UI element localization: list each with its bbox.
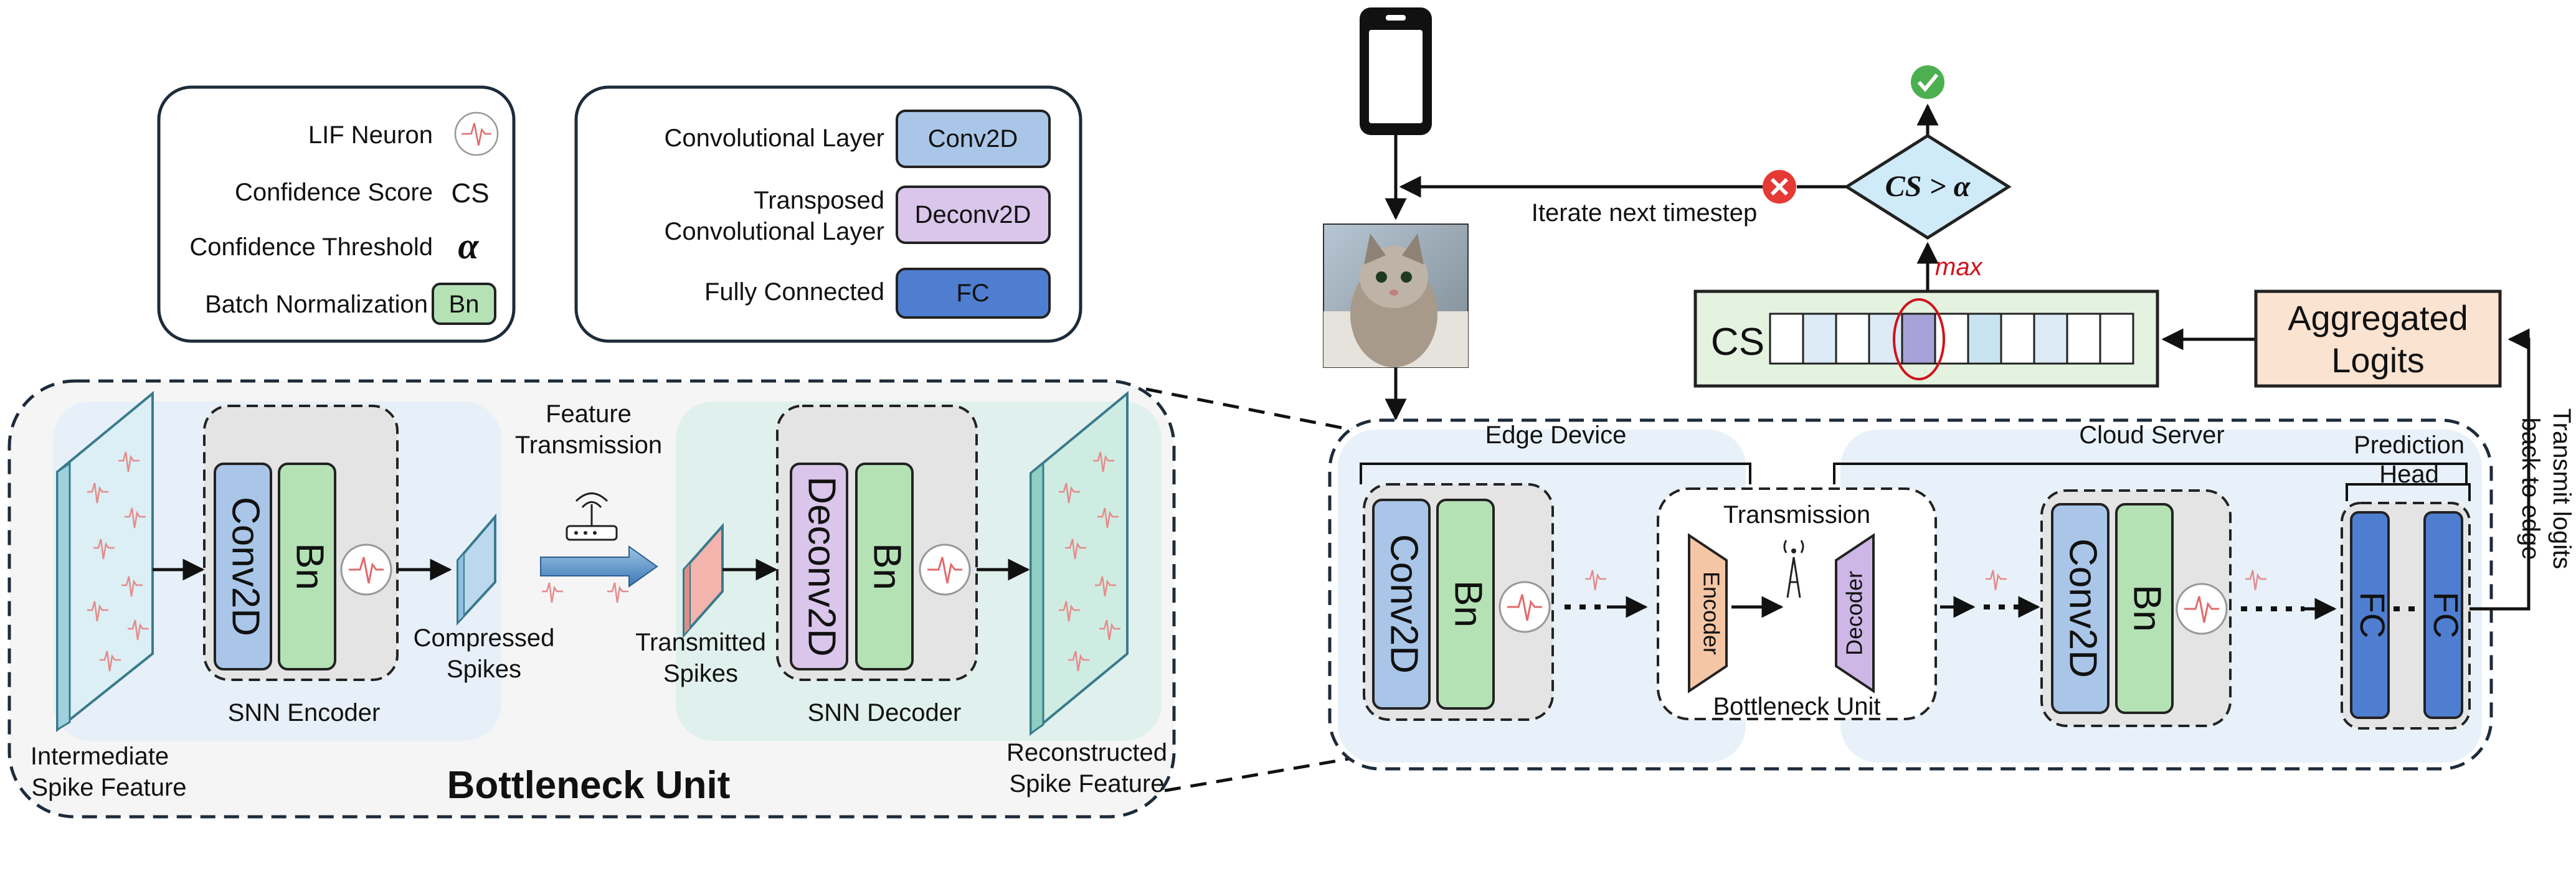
- iterate-label: Iterate next timestep: [1532, 199, 1757, 227]
- prediction-head-block: FC FC: [2341, 502, 2471, 730]
- legend-threshold-label: Confidence Threshold: [189, 233, 433, 261]
- aggregated-logits-box: Aggregated Logits: [2254, 289, 2502, 388]
- cat-input-image: [1323, 223, 1469, 368]
- max-highlight: [1893, 298, 1945, 380]
- antenna-icon: [1783, 540, 1804, 598]
- encoder-conv-label: Conv2D: [224, 497, 267, 636]
- legend-bn-label: Batch Normalization: [205, 291, 428, 318]
- input-feature-label-2: Spike Feature: [31, 774, 186, 801]
- legend-deconv-label-1: Transposed: [754, 187, 884, 214]
- encoder-label: Encoder: [1698, 571, 1724, 655]
- max-label: max: [1935, 253, 1984, 281]
- transmitted-spikes: [683, 522, 724, 639]
- legend-deconv-swatch: [896, 186, 1051, 244]
- legend-conv-label: Convolutional Layer: [664, 125, 884, 152]
- lif-neuron-icon: [1499, 581, 1551, 633]
- legend-cs-label: Confidence Score: [235, 179, 433, 206]
- transmit-back-label-1: Transmit logits: [2548, 408, 2575, 570]
- legend-fc-label: Fully Connected: [704, 278, 884, 306]
- fc1-label: FC: [2353, 592, 2392, 639]
- transmitted-label-1: Transmitted: [635, 629, 766, 656]
- edge-conv-block: Conv2D Bn: [1363, 483, 1554, 721]
- aggregated-label-2: Logits: [2331, 341, 2424, 380]
- lif-neuron-icon: [454, 111, 499, 156]
- snn-decoder-label: SNN Decoder: [808, 699, 962, 726]
- prediction-head-label-2: Head: [2379, 461, 2439, 488]
- fail-cross-icon: [1763, 170, 1796, 204]
- router-icon: [566, 492, 618, 541]
- fc2-label: FC: [2427, 592, 2466, 639]
- lif-neuron-icon: [340, 543, 392, 596]
- cloud-conv-block: Conv2D Bn: [2040, 489, 2232, 727]
- legend-deconv-label-2: Convolutional Layer: [664, 218, 884, 245]
- prediction-head-label-1: Prediction: [2354, 431, 2465, 459]
- bottleneck-unit-title: Bottleneck Unit: [447, 764, 731, 807]
- compressed-label-2: Spikes: [447, 656, 521, 683]
- legend-deconv-block: Deconv2D: [915, 201, 1031, 228]
- transmit-back-arrow: [2469, 328, 2531, 611]
- cloud-conv-label: Conv2D: [2062, 538, 2105, 678]
- output-feature-label-1: Reconstructed: [1006, 739, 1167, 766]
- transmission-label-1: Feature: [546, 400, 632, 428]
- success-check-icon: [1911, 65, 1944, 99]
- snn-decoder: Deconv2D Bn: [776, 405, 978, 681]
- cloud-server-label: Cloud Server: [2079, 421, 2224, 449]
- legend-panel-right: Convolutional Layer Conv2D Transposed Co…: [574, 85, 1082, 343]
- legend-panel-left: LIF Neuron Confidence Score CS Confidenc…: [157, 85, 516, 343]
- edge-bn-label: Bn: [1447, 580, 1490, 628]
- reconstructed-spike-feature: [1030, 390, 1129, 736]
- transmitted-label-2: Spikes: [663, 660, 738, 687]
- cs-panel-label: CS: [1711, 321, 1764, 364]
- legend-bn-symbol: Bn: [449, 291, 480, 318]
- snn-encoder-label: SNN Encoder: [228, 699, 381, 726]
- legend-conv-block: Conv2D: [928, 125, 1018, 153]
- snn-encoder: Conv2D Bn: [203, 405, 399, 681]
- compressed-spikes: [457, 513, 496, 626]
- pipeline-transmission-label: Transmission: [1723, 501, 1870, 529]
- legend-bn-swatch: [432, 283, 496, 325]
- confidence-score-panel: CS: [1693, 289, 2159, 388]
- confidence-score-cells: [1769, 313, 2134, 365]
- pipeline-bottleneck-label: Bottleneck Unit: [1713, 693, 1880, 720]
- decoder-bn-label: Bn: [866, 543, 909, 590]
- legend-conv-swatch: [896, 110, 1051, 168]
- pipeline-panel: Edge Device Cloud Server Prediction Head…: [1328, 418, 2493, 771]
- transmit-back-label-2: back to edge: [2517, 417, 2544, 560]
- condition-text: CS > α: [1885, 170, 1971, 203]
- decoder-deconv-label: Deconv2D: [800, 476, 843, 656]
- bottleneck-unit-block: Transmission Encoder Decoder Bottleneck …: [1657, 487, 1937, 720]
- legend-cs-symbol: CS: [451, 178, 489, 209]
- lif-neuron-icon: [2176, 583, 2228, 635]
- legend-fc-block: FC: [956, 280, 989, 307]
- cloud-bn-label: Bn: [2126, 585, 2169, 632]
- feature-transmission-arrow: [540, 545, 658, 588]
- output-feature-label-2: Spike Feature: [1009, 770, 1164, 797]
- compressed-label-1: Compressed: [414, 624, 555, 652]
- edge-conv-label: Conv2D: [1383, 534, 1426, 674]
- encoder-bn-label: Bn: [288, 543, 331, 590]
- legend-lif-label: LIF Neuron: [308, 121, 433, 149]
- bottleneck-detail-panel: Intermediate Spike Feature Conv2D Bn SNN…: [7, 379, 1176, 819]
- decoder-label: Decoder: [1842, 571, 1867, 656]
- lif-neuron-icon: [919, 543, 971, 596]
- edge-device-label: Edge Device: [1485, 421, 1627, 449]
- input-feature-label-1: Intermediate: [31, 743, 169, 770]
- legend-alpha-symbol: α: [458, 225, 479, 266]
- transmission-label-2: Transmission: [515, 431, 662, 459]
- intermediate-spike-feature: [56, 390, 154, 733]
- aggregated-label-1: Aggregated: [2288, 298, 2468, 337]
- threshold-decision-diamond: CS > α: [1844, 134, 2012, 240]
- smartphone-icon: [1360, 7, 1432, 135]
- legend-fc-swatch: [896, 268, 1051, 319]
